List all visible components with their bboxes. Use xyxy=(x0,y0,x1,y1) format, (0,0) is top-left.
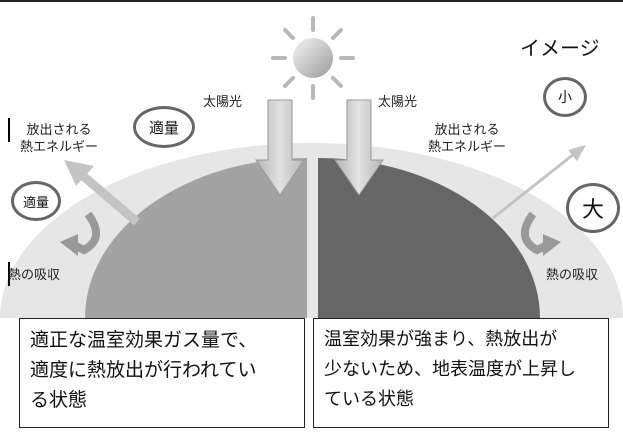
right-sunlight-label: 太陽光 xyxy=(378,95,418,110)
left-sunlight-label: 太陽光 xyxy=(203,95,243,110)
right-description-box: 温室効果が強まり、熱放出が 少ないため、地表温度が上昇し ている状態 xyxy=(313,318,609,428)
left-edge-mark xyxy=(8,118,10,142)
earth-left-half xyxy=(85,158,307,318)
right-description-line1: 温室効果が強まり、熱放出が xyxy=(324,329,558,350)
right-description-line2: 少ないため、地表温度が上昇し xyxy=(324,359,576,380)
sunlight-arrow-icon xyxy=(255,99,305,196)
sunlight-arrow-icon xyxy=(334,99,384,196)
sun-icon xyxy=(271,16,355,100)
absorbed-heat-arrow-icon xyxy=(521,211,561,256)
left-edge-mark xyxy=(8,262,10,286)
left-description-line3: る状態 xyxy=(30,389,88,411)
diagram-title: イメージ xyxy=(520,36,600,60)
left-emitted-line2: 熱エネルギー xyxy=(20,140,99,155)
right-emitted-badge: 小 xyxy=(543,77,587,117)
top-border xyxy=(0,0,623,2)
left-absorbed-label: 熱の吸収 xyxy=(8,268,61,283)
right-absorbed-label: 熱の吸収 xyxy=(546,268,599,283)
right-absorbed-badge: 大 xyxy=(566,183,620,233)
left-description-line1: 適正な温室効果ガス量で、 xyxy=(30,329,258,351)
left-description-line2: 適度に熱放出が行われてい xyxy=(30,359,257,381)
earth-right-half xyxy=(318,158,540,318)
left-emitted-line1: 放出される xyxy=(26,123,92,138)
left-absorbed-badge: 適量 xyxy=(11,181,61,221)
emitted-heat-arrow-icon xyxy=(492,145,586,220)
left-emitted-label: 放出される 熱エネルギー xyxy=(20,122,98,156)
right-description-line3: ている状態 xyxy=(324,389,414,410)
right-emitted-label: 放出される 熱エネルギー xyxy=(428,122,506,156)
left-description-box: 適正な温室効果ガス量で、 適度に熱放出が行われてい る状態 xyxy=(19,318,305,428)
left-emitted-badge: 適量 xyxy=(133,106,195,148)
right-emitted-line1: 放出される xyxy=(434,123,500,138)
emitted-heat-arrow-icon xyxy=(64,160,140,226)
absorbed-heat-arrow-icon xyxy=(60,211,100,256)
right-emitted-line2: 熱エネルギー xyxy=(428,140,507,155)
